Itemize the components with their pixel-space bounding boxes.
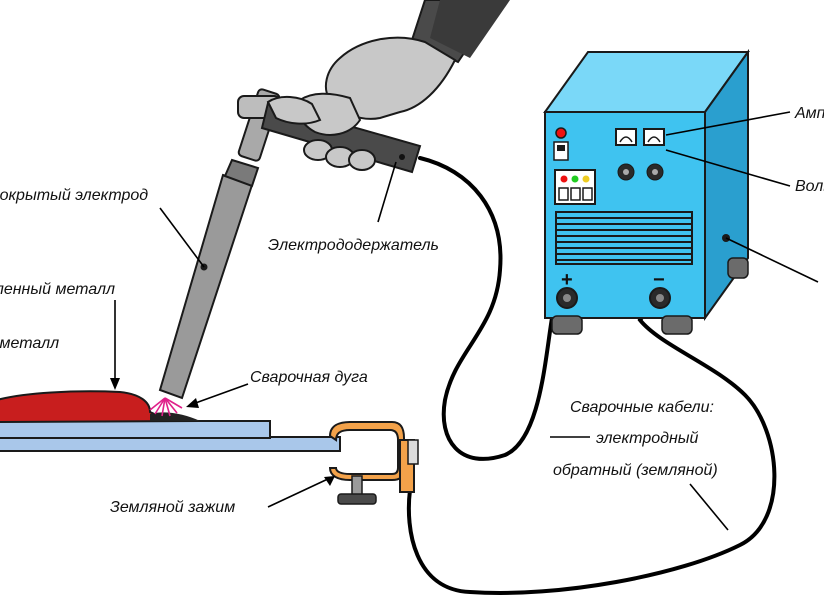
minus-terminal-sign: − (653, 269, 665, 291)
label-welding-cables: Сварочные кабели: (570, 399, 714, 416)
electrode-rod (158, 173, 254, 400)
vent-grille (555, 211, 693, 265)
label-welding-arc: Сварочная дуга (250, 369, 368, 386)
power-switch-toggle (557, 145, 565, 151)
indicator-panel (554, 169, 596, 205)
pointer-coated-electrode (159, 207, 205, 268)
label-base-metal: Основной металл (0, 335, 59, 352)
machine-foot (727, 257, 749, 279)
pointer-cable-return (689, 483, 729, 531)
label-cable-return: обратный (земляной) (553, 462, 718, 479)
label-coated-electrode: Покрытый электрод (0, 187, 148, 204)
return-cable (406, 298, 777, 595)
label-ammeter: Амперметр (794, 105, 824, 122)
label-deposited-metal: Наплавленный металл (0, 281, 115, 298)
power-lamp (555, 127, 567, 139)
pointer-welding-arc (189, 383, 249, 406)
electrode-cable (418, 156, 567, 461)
pointer-voltmeter (665, 149, 791, 187)
ammeter-icon (615, 128, 637, 146)
welder-hand-icon (266, 0, 510, 171)
lower-plate (0, 436, 341, 452)
pointer-electrode-holder (377, 161, 397, 223)
label-cable-electrode: электродный (596, 430, 699, 447)
welding-machine: + − (543, 48, 750, 335)
plus-terminal-sign: + (561, 269, 573, 291)
pointer-ground-clamp (267, 477, 331, 508)
label-voltmeter: Вольтметр (795, 178, 824, 195)
machine-foot (661, 315, 693, 335)
pointer-ammeter (665, 111, 791, 136)
pointer-machine (725, 237, 819, 283)
ground-clamp-icon (328, 421, 419, 505)
welding-arc-icon (149, 397, 183, 417)
label-electrode-holder: Электрододержатель (268, 237, 439, 254)
machine-foot (551, 315, 583, 335)
label-ground-clamp: Земляной зажим (110, 499, 235, 516)
voltmeter-icon (643, 128, 665, 146)
upper-plate (0, 420, 271, 439)
electrode-upper (223, 158, 260, 188)
